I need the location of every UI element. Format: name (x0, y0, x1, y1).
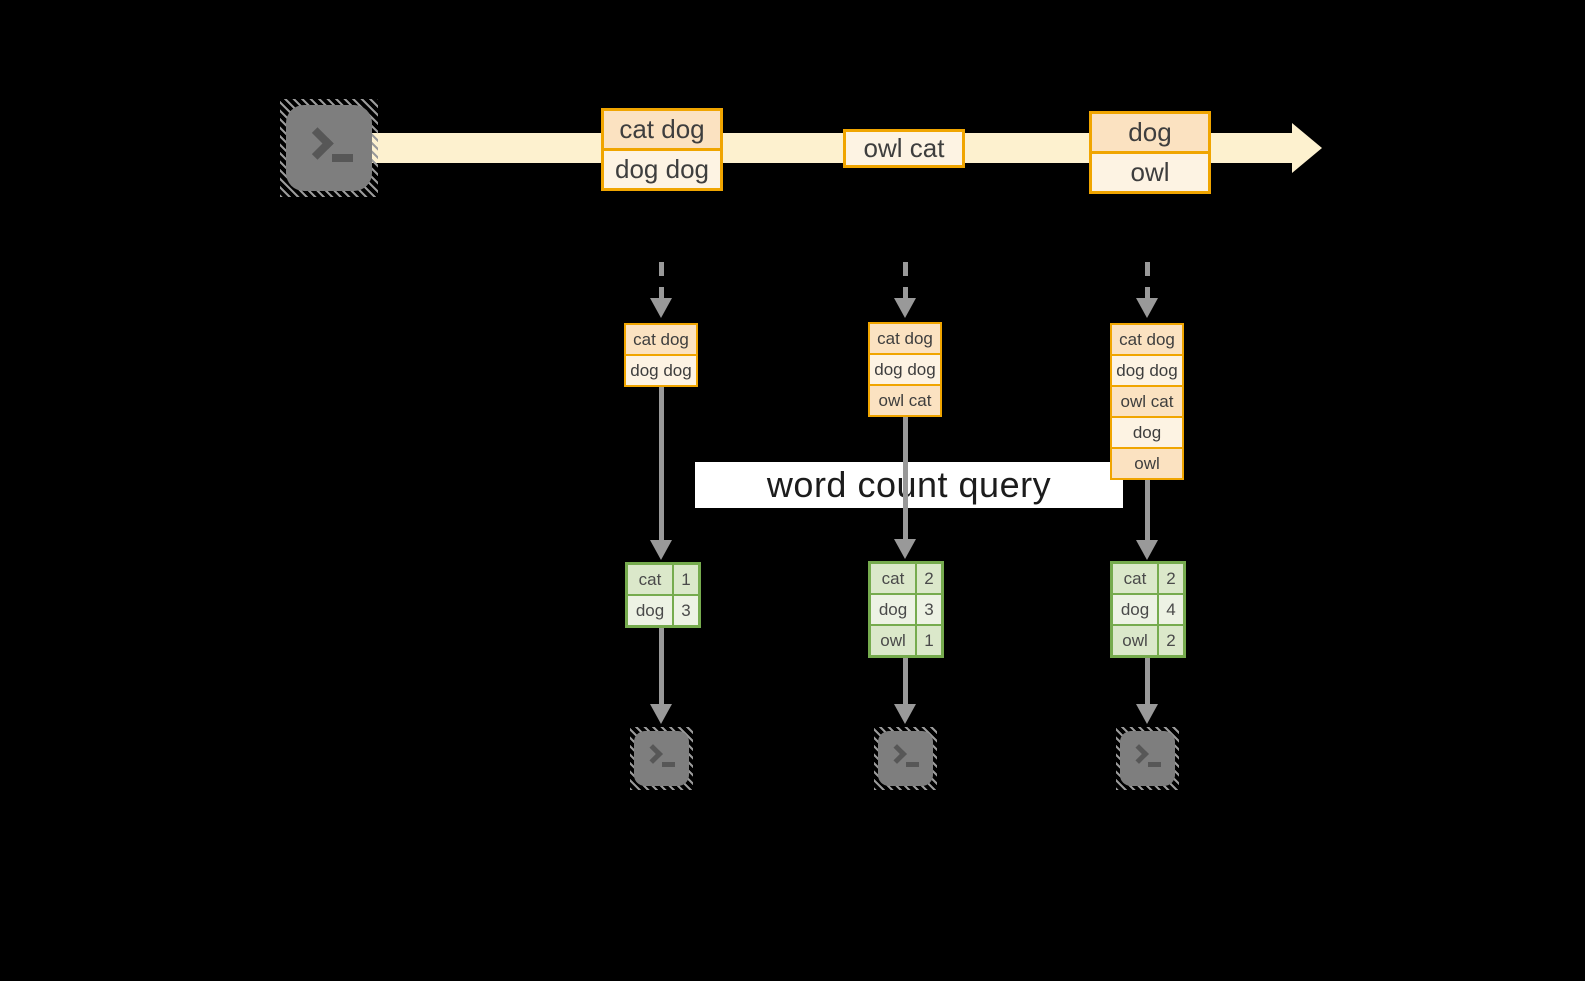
count-value-cell: 4 (1159, 595, 1183, 624)
buffer-row: dog dog (1112, 356, 1182, 385)
buffer-row: dog dog (626, 356, 696, 385)
output-connector-line-1 (659, 628, 664, 705)
ingest-dashed-line-2 (903, 262, 908, 300)
prompt-underscore-icon (1148, 762, 1161, 767)
query-arrowhead-icon (650, 540, 672, 560)
stream-event-box-2: owl cat (843, 129, 965, 168)
stream-event-box-1: cat dog dog dog (601, 108, 723, 191)
buffer-row: cat dog (1112, 325, 1182, 354)
count-value-cell: 1 (674, 565, 698, 594)
event-row: dog dog (604, 151, 720, 188)
terminal-body (878, 731, 933, 786)
output-terminal-icon-1 (630, 727, 693, 790)
prompt-chevron-icon (301, 127, 334, 160)
buffer-box-2: cat dog dog dog owl cat (868, 322, 942, 417)
terminal-body (286, 105, 372, 191)
ingest-arrowhead-icon (650, 298, 672, 318)
query-arrowhead-icon (894, 539, 916, 559)
ingest-arrowhead-icon (894, 298, 916, 318)
buffer-row: owl cat (870, 386, 940, 415)
count-word-cell: dog (871, 595, 915, 624)
count-table-3: cat 2 dog 4 owl 2 (1110, 561, 1186, 658)
count-word-cell: cat (871, 564, 915, 593)
ingest-arrowhead-icon (1136, 298, 1158, 318)
buffer-row: cat dog (870, 324, 940, 353)
ingest-dashed-line-3 (1145, 262, 1150, 300)
output-terminal-icon-3 (1116, 727, 1179, 790)
stream-source-terminal-icon (280, 99, 378, 197)
buffer-box-3: cat dog dog dog owl cat dog owl (1110, 323, 1184, 480)
output-connector-line-2 (903, 658, 908, 705)
output-arrowhead-icon (650, 704, 672, 724)
terminal-body (634, 731, 689, 786)
terminal-body (1120, 731, 1175, 786)
count-table-2: cat 2 dog 3 owl 1 (868, 561, 944, 658)
query-connector-line-3 (1145, 480, 1150, 541)
query-banner: word count query (695, 462, 1123, 508)
stream-arrowhead-icon (1292, 123, 1322, 173)
prompt-chevron-icon (887, 744, 907, 764)
count-word-cell: dog (628, 596, 672, 625)
output-terminal-icon-2 (874, 727, 937, 790)
output-arrowhead-icon (894, 704, 916, 724)
ingest-dashed-line-1 (659, 262, 664, 300)
count-value-cell: 2 (1159, 626, 1183, 655)
buffer-box-1: cat dog dog dog (624, 323, 698, 387)
query-banner-label: word count query (766, 464, 1052, 505)
buffer-row: owl cat (1112, 387, 1182, 416)
stream-event-box-3: dog owl (1089, 111, 1211, 194)
event-row: dog (1092, 114, 1208, 151)
count-word-cell: owl (871, 626, 915, 655)
output-arrowhead-icon (1136, 704, 1158, 724)
prompt-underscore-icon (662, 762, 675, 767)
event-row: owl (1092, 154, 1208, 191)
prompt-chevron-icon (643, 744, 663, 764)
count-value-cell: 2 (1159, 564, 1183, 593)
count-table-1: cat 1 dog 3 (625, 562, 701, 628)
event-row: owl cat (846, 132, 962, 165)
count-value-cell: 3 (917, 595, 941, 624)
event-row: cat dog (604, 111, 720, 148)
count-value-cell: 1 (917, 626, 941, 655)
query-connector-line-2 (903, 417, 908, 540)
buffer-row: dog (1112, 418, 1182, 447)
buffer-row: cat dog (626, 325, 696, 354)
count-word-cell: dog (1113, 595, 1157, 624)
count-word-cell: cat (1113, 564, 1157, 593)
output-connector-line-3 (1145, 657, 1150, 705)
count-word-cell: owl (1113, 626, 1157, 655)
count-value-cell: 3 (674, 596, 698, 625)
prompt-chevron-icon (1129, 744, 1149, 764)
count-value-cell: 2 (917, 564, 941, 593)
query-connector-line-1 (659, 387, 664, 541)
buffer-row: owl (1112, 449, 1182, 478)
query-arrowhead-icon (1136, 540, 1158, 560)
prompt-underscore-icon (906, 762, 919, 767)
prompt-underscore-icon (332, 154, 353, 162)
buffer-row: dog dog (870, 355, 940, 384)
count-word-cell: cat (628, 565, 672, 594)
